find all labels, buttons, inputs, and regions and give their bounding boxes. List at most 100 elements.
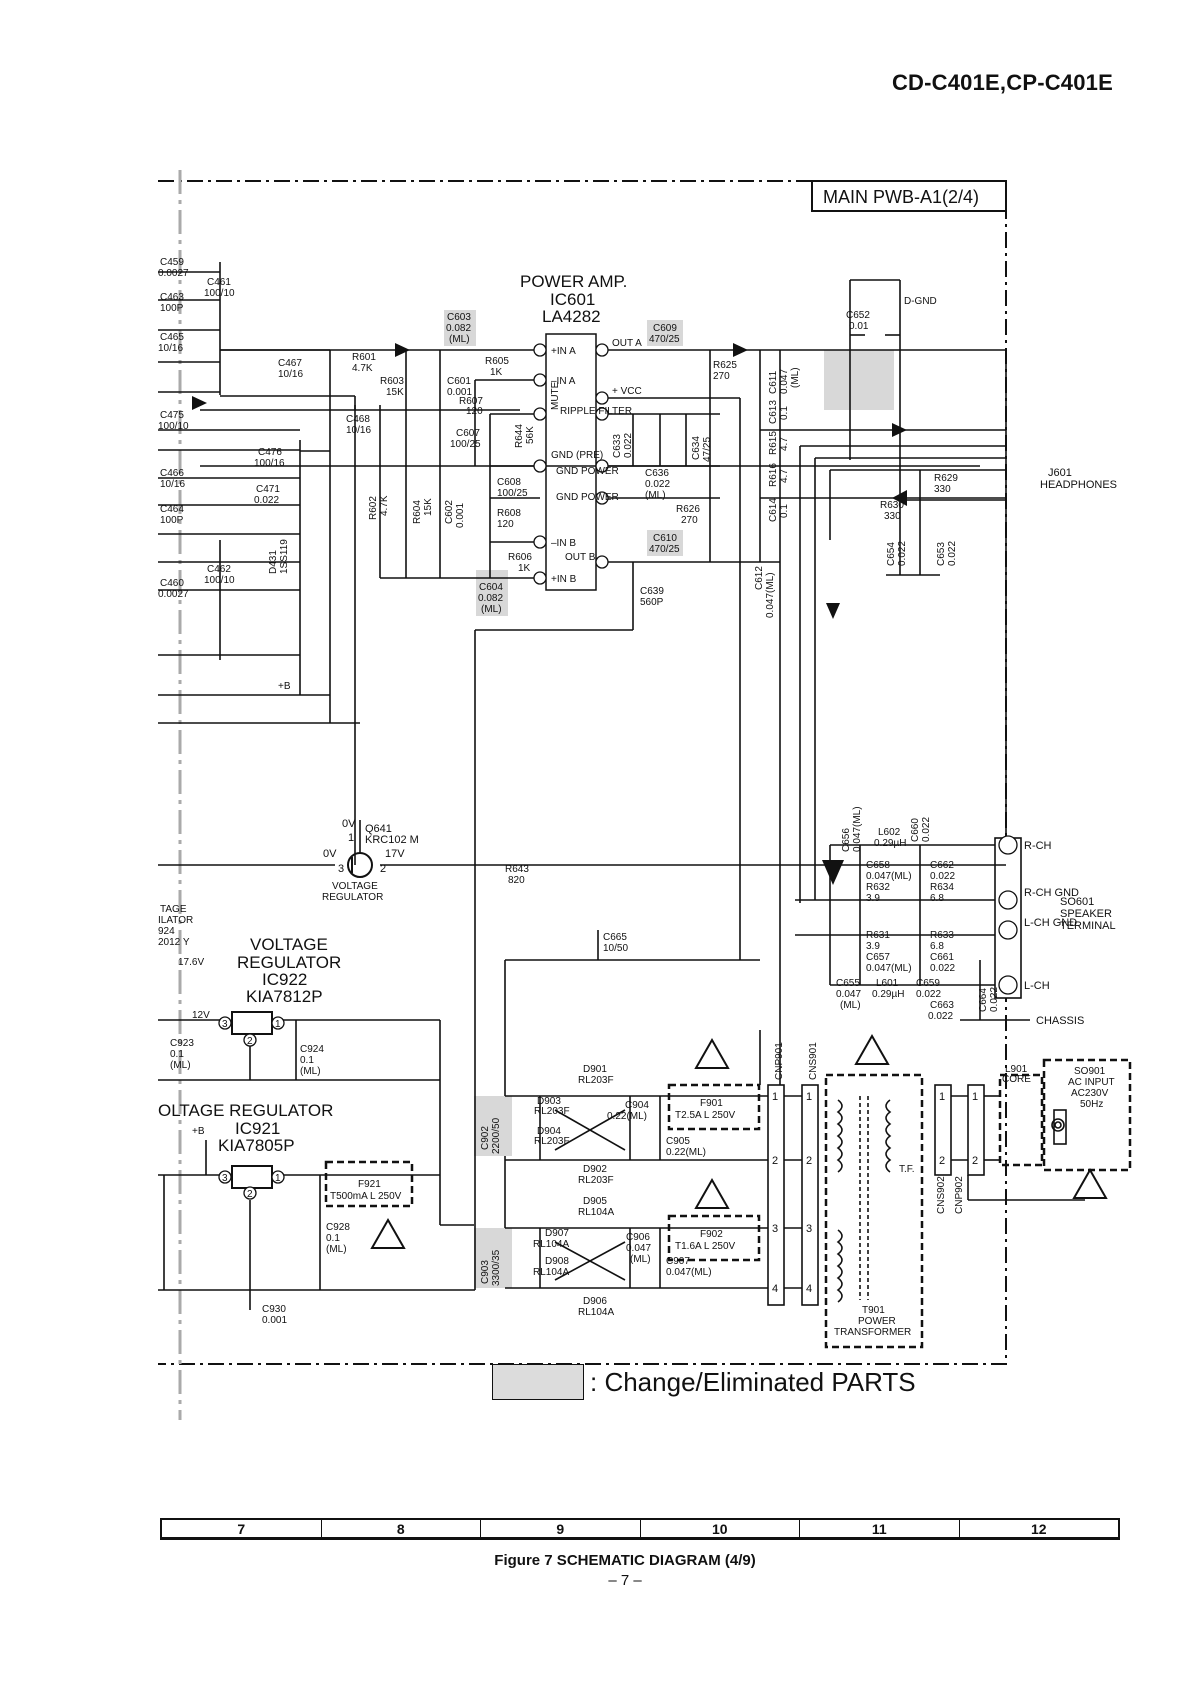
part-value: 0.047 <box>836 989 861 1000</box>
part-ref: C459 <box>160 257 184 268</box>
part-ref: L601 <box>876 978 899 989</box>
part-value: 0.047 <box>779 369 790 394</box>
part-ref: R629 <box>934 473 958 484</box>
ic601-pin-mute: MUTE <box>550 381 561 410</box>
r643-value: 820 <box>508 875 525 886</box>
ac-voltage-label: AC230V <box>1071 1088 1109 1099</box>
part-ref: C601 <box>447 376 471 387</box>
part-ref: C903 <box>480 1260 491 1284</box>
ac-input-label: AC INPUT <box>1068 1077 1115 1088</box>
part-ref: C462 <box>207 564 231 575</box>
chassis-label: CHASSIS <box>1036 1015 1084 1027</box>
part-value: 0.22(ML) <box>666 1147 706 1158</box>
part-note: (ML) <box>326 1244 347 1255</box>
grid-column: 9 <box>481 1520 641 1537</box>
part-value: 1K <box>518 563 531 574</box>
connector-pin: 3 <box>772 1223 778 1235</box>
part-value: 0.082 <box>446 323 471 334</box>
part-value: 10/16 <box>278 369 303 380</box>
part-value: 4.7 <box>779 437 790 451</box>
r-ch-gnd-label: R-CH GND <box>1024 887 1079 899</box>
part-value: 10/50 <box>603 943 628 954</box>
part-value: 0.022 <box>930 871 955 882</box>
part-ref: C609 <box>653 323 677 334</box>
part-value: 470/25 <box>649 334 680 345</box>
part-value: 0.001 <box>262 1315 287 1326</box>
transformer-label-2: TRANSFORMER <box>834 1327 911 1338</box>
part-value: RL203F <box>578 1175 614 1186</box>
part-ref: C468 <box>346 414 370 425</box>
left-reg-text: 2012 Y <box>158 937 190 948</box>
connector-pin: 2 <box>939 1155 945 1167</box>
connector-pin: 3 <box>806 1223 812 1235</box>
part-value: RL203F <box>578 1075 614 1086</box>
part-ref: R626 <box>676 504 700 515</box>
ic601-pin-in-a-neg: –IN A <box>551 376 576 387</box>
part-ref: C907 <box>666 1256 690 1267</box>
part-value: 330 <box>884 511 901 522</box>
part-value: 0.29µH <box>874 838 906 849</box>
part-ref: C614 <box>768 498 779 522</box>
left-reg-text: 924 <box>158 926 175 937</box>
part-value: 0.022 <box>897 541 908 566</box>
part-value: 10/16 <box>158 343 183 354</box>
board-title: MAIN PWB-A1(2/4) <box>823 187 979 207</box>
connector-pin: 4 <box>806 1283 812 1295</box>
ic921-pin-2: 2 <box>247 1189 253 1200</box>
q641-base-voltage: 0V <box>342 818 356 830</box>
part-ref: C639 <box>640 586 664 597</box>
speaker-label: SPEAKER <box>1060 908 1112 920</box>
part-value: 0.1 <box>326 1233 340 1244</box>
ic921-pin-3: 3 <box>222 1173 228 1184</box>
part-ref: C902 <box>480 1126 491 1150</box>
part-value: RL104A <box>578 1307 614 1318</box>
part-ref: C661 <box>930 952 954 963</box>
q641-part: KRC102 M <box>365 834 419 846</box>
ic922-part: KIA7812P <box>246 987 323 1006</box>
fuse-ref: F901 <box>700 1098 723 1109</box>
part-value: 15K <box>386 387 404 398</box>
ic601-pin-gnd-power: GND POWER <box>556 466 619 477</box>
part-value: 0.047(ML) <box>852 806 863 852</box>
part-value: 56K <box>525 426 536 444</box>
connector-pin: 1 <box>806 1091 812 1103</box>
fuse-rating: T2.5A L 250V <box>675 1110 736 1121</box>
part-value: 0.022 <box>916 989 941 1000</box>
ic601-pin-gnd-pre: GND (PRE) <box>551 450 603 461</box>
ic601-pin-in-b-neg: –IN B <box>551 538 576 549</box>
part-ref: C906 <box>626 1232 650 1243</box>
l901-core: CORE <box>1002 1074 1031 1085</box>
ic921-title: OLTAGE REGULATOR <box>158 1101 333 1120</box>
l-ch-label: L-CH <box>1024 980 1050 992</box>
part-value: 47/25 <box>702 437 713 462</box>
part-value: 0.022 <box>930 963 955 974</box>
part-ref: R644 <box>514 424 525 448</box>
part-ref: C608 <box>497 477 521 488</box>
part-ref: R616 <box>768 463 779 487</box>
power-amp-title: POWER AMP. <box>520 272 627 291</box>
fuse-rating: T1.6A L 250V <box>675 1241 736 1252</box>
ic921-part: KIA7805P <box>218 1136 295 1155</box>
ic601-ref: IC601 <box>550 290 595 309</box>
part-value: 120 <box>466 406 483 417</box>
d-gnd-label: D-GND <box>904 296 937 307</box>
part-value: RL104A <box>578 1207 614 1218</box>
ic921-ref: IC921 <box>235 1119 280 1138</box>
part-ref: C660 <box>910 818 921 842</box>
part-ref: C928 <box>326 1222 350 1233</box>
grid-column: 12 <box>1030 1521 1047 1537</box>
cns901-label: CNS901 <box>808 1042 819 1080</box>
part-ref: C930 <box>262 1304 286 1315</box>
part-ref: C665 <box>603 932 627 943</box>
part-note: (ML) <box>630 1254 651 1265</box>
terminal-label: TERMINAL <box>1060 920 1116 932</box>
part-value: 4.7 <box>779 469 790 483</box>
part-ref: C604 <box>479 582 503 593</box>
part-value: 3300/35 <box>491 1249 502 1286</box>
part-value: 6.8 <box>930 893 944 904</box>
connector-pin: 2 <box>772 1155 778 1167</box>
part-value: 0.047(ML) <box>765 572 776 618</box>
left-reg-voltage: 17.6V <box>178 957 204 968</box>
part-value: 1SS119 <box>279 539 290 574</box>
